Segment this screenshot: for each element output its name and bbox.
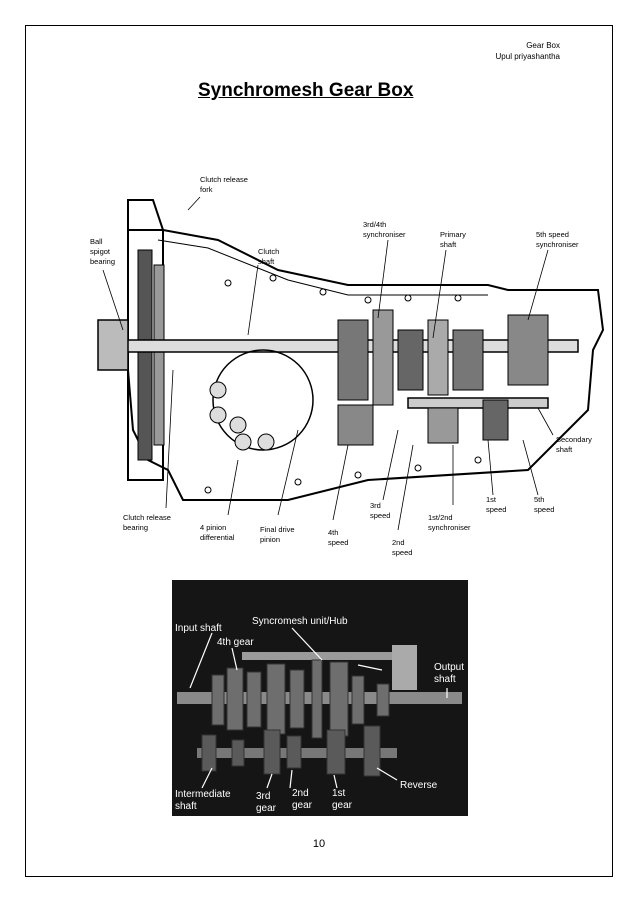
gear-block-4 — [427, 319, 449, 396]
label-synchroniser-5-2: synchroniser — [536, 240, 579, 249]
label-synchroniser-3-4-2: synchroniser — [363, 230, 406, 239]
label-final-drive-pinion-2: pinion — [260, 535, 280, 544]
photo-label-intermediate-shaft-2: shaft — [175, 801, 197, 812]
photo-label-output-shaft-2: shaft — [434, 674, 456, 685]
photo-label-input-shaft: Input shaft — [175, 623, 222, 634]
label-clutch-shaft-1: Clutch — [258, 247, 279, 256]
label-speed-1-1: 1st — [486, 495, 497, 504]
label-speed-2-1: 2nd — [392, 538, 405, 547]
label-speed-2-2: speed — [392, 548, 412, 557]
differential-pinion-4 — [257, 433, 275, 451]
spigot-hub — [97, 319, 129, 371]
page-border — [25, 25, 613, 877]
label-clutch-release-bearing-1: Clutch release — [123, 513, 171, 522]
gearbox-photo: Input shaft Syncromesh unit/Hub 4th gear… — [172, 580, 468, 816]
label-speed-3-2: speed — [370, 511, 390, 520]
label-ball-spigot-2: spigot — [90, 247, 111, 256]
gear-block-8 — [427, 407, 459, 444]
pressure-plate — [153, 264, 165, 446]
gear-block-1 — [337, 319, 369, 401]
clutch-plate — [137, 249, 153, 461]
label-primary-shaft-1: Primary — [440, 230, 466, 239]
photo-label-gear-1-1: 1st — [332, 788, 346, 799]
gearbox-cutaway-diagram: Clutch release fork Ball spigot bearing … — [90, 175, 605, 557]
header-title: Gear Box — [526, 41, 560, 50]
label-ball-spigot-1: Ball — [90, 237, 103, 246]
differential-pinion-1 — [209, 381, 227, 399]
page-number: 10 — [312, 838, 326, 850]
label-synchroniser-1-2-2: synchroniser — [428, 523, 471, 532]
gear-block-9 — [482, 399, 509, 441]
header-author: Upul priyashantha — [495, 52, 560, 61]
differential-pinion-5 — [229, 416, 247, 434]
label-primary-shaft-2: shaft — [440, 240, 457, 249]
photo-selector-rail — [242, 652, 417, 660]
photo-label-gear-4: 4th gear — [217, 637, 254, 648]
photo-label-gear-2-2: gear — [292, 800, 313, 811]
gear-block-7 — [337, 404, 374, 446]
leader-lines — [102, 196, 554, 531]
gear-block-5 — [452, 329, 484, 391]
label-clutch-shaft-2: shaft — [258, 257, 275, 266]
label-speed-5-1: 5th — [534, 495, 544, 504]
page-title: Synchromesh Gear Box — [198, 80, 414, 101]
label-synchroniser-3-4-1: 3rd/4th — [363, 220, 386, 229]
photo-label-gear-1-2: gear — [332, 800, 353, 811]
photo-selector-fork — [392, 645, 417, 690]
photo-lower-gears — [201, 725, 381, 777]
secondary-shaft-drawing — [407, 397, 549, 409]
gear-block-3 — [397, 329, 424, 391]
photo-label-reverse: Reverse — [400, 780, 438, 791]
label-secondary-shaft-1: Secondary — [556, 435, 592, 444]
photo-upper-gears — [211, 659, 390, 739]
photo-label-output-shaft-1: Output — [434, 662, 464, 673]
label-speed-4-1: 4th — [328, 528, 338, 537]
label-pinion-differential-2: differential — [200, 533, 235, 542]
photo-label-syncromesh-unit: Syncromesh unit/Hub — [252, 616, 348, 627]
photo-arrows — [189, 627, 448, 789]
casing-bolts — [204, 274, 482, 494]
label-ball-spigot-3: bearing — [90, 257, 115, 266]
differential-pinion-3 — [234, 433, 252, 451]
label-clutch-release-fork-1: Clutch release — [200, 175, 248, 184]
gearbox-casing — [127, 199, 605, 501]
gear-block-6 — [507, 314, 549, 386]
label-speed-4-2: speed — [328, 538, 348, 547]
differential-pinion-2 — [209, 406, 227, 424]
photo-label-gear-3-1: 3rd — [256, 791, 270, 802]
label-secondary-shaft-2: shaft — [556, 445, 573, 454]
label-pinion-differential-1: 4 pinion — [200, 523, 226, 532]
label-speed-1-2: speed — [486, 505, 506, 514]
label-clutch-release-fork-2: fork — [200, 185, 213, 194]
photo-label-gear-3-2: gear — [256, 803, 277, 814]
label-synchroniser-1-2-1: 1st/2nd — [428, 513, 453, 522]
gear-block-2 — [372, 309, 394, 406]
photo-label-gear-2-1: 2nd — [292, 788, 309, 799]
photo-label-intermediate-shaft-1: Intermediate — [175, 789, 231, 800]
label-clutch-release-bearing-2: bearing — [123, 523, 148, 532]
label-final-drive-pinion-1: Final drive — [260, 525, 295, 534]
label-synchroniser-5-1: 5th speed — [536, 230, 569, 239]
casing-inner-line — [157, 239, 488, 296]
label-speed-3-1: 3rd — [370, 501, 381, 510]
label-speed-5-2: speed — [534, 505, 554, 514]
final-drive-gear — [212, 349, 314, 451]
